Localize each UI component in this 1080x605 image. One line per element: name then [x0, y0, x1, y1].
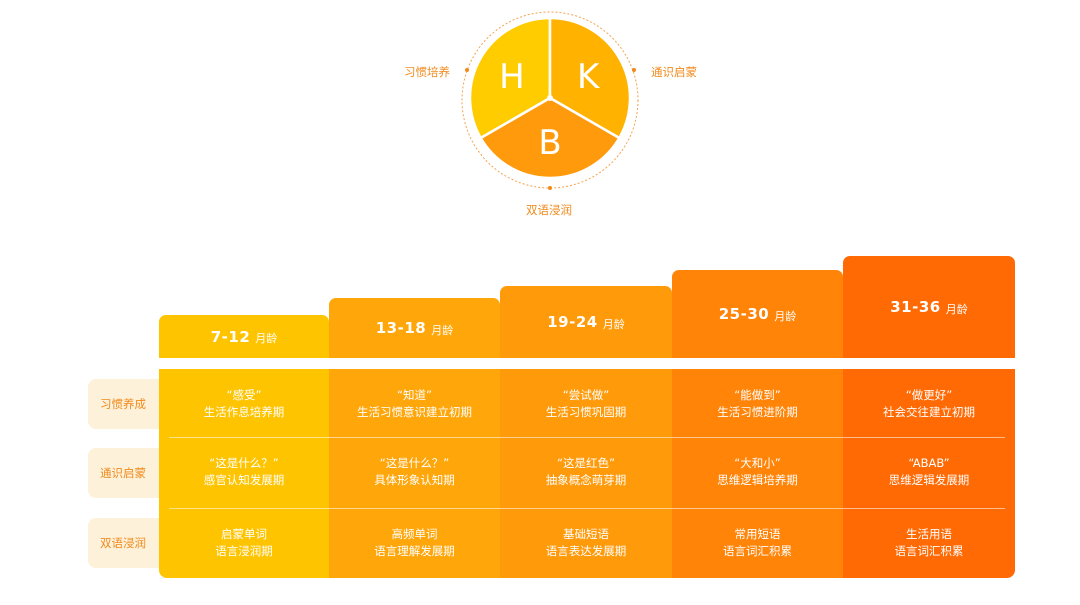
ring-dot-left [465, 68, 469, 72]
age-unit: 月龄 [945, 302, 968, 316]
pie-slice-k [548, 16, 632, 140]
age-header-3: 19-24 月龄 [500, 286, 672, 358]
ring-dot-right [632, 68, 636, 72]
stage-cell: 启蒙单词语言浸润期 [159, 526, 329, 560]
row-divider [500, 508, 672, 509]
stage-cell: “这是红色” 抽象概念萌芽期 [500, 455, 672, 489]
row-divider [672, 437, 843, 438]
cell-keyword: “知道” [397, 388, 432, 402]
cell-keyword: “做更好” [905, 388, 953, 402]
age-header-4: 25-30 月龄 [672, 270, 843, 358]
stage-cell: 基础短语语言表达发展期 [500, 526, 672, 560]
row-divider [672, 508, 843, 509]
age-header-5: 31-36 月龄 [843, 256, 1015, 358]
age-range: 13-18 [375, 319, 427, 337]
cell-stage-name: 具体形象认知期 [374, 473, 455, 487]
stage-cell: 常用短语语言词汇积累 [672, 526, 843, 560]
cell-keyword: “这是什么？” [379, 456, 450, 470]
cell-stage-name: 生活作息培养期 [203, 405, 285, 419]
age-unit: 月龄 [431, 323, 454, 337]
stage-cell: “做更好” 社会交往建立初期 [843, 387, 1015, 421]
row-divider [843, 437, 1005, 438]
cell-stage-name: 感官认知发展期 [203, 473, 285, 487]
cell-keyword: 高频单词 [391, 527, 438, 541]
stage-column-5: “做更好” 社会交往建立初期 “ABAB” 思维逻辑发展期生活用语语言词汇积累 [843, 369, 1015, 578]
pie-slice-h [468, 16, 552, 140]
age-unit: 月龄 [774, 309, 797, 323]
outer-dotted-ring [461, 11, 639, 189]
cell-keyword: 常用短语 [734, 527, 781, 541]
stage-cell: “能做到” 生活习惯进阶期 [672, 387, 843, 421]
pie-letter-h: H [499, 57, 525, 97]
stage-cell: “这是什么？” 感官认知发展期 [159, 455, 329, 489]
circle-label-bottom: 双语浸润 [526, 203, 572, 217]
stage-cell: 高频单词语言理解发展期 [329, 526, 500, 560]
row-divider [329, 508, 500, 509]
stage-column-4: “能做到” 生活习惯进阶期 “大和小” 思维逻辑培养期常用短语语言词汇积累 [672, 369, 843, 578]
cell-keyword: “大和小” [734, 456, 781, 470]
cell-stage-name: 语言表达发展期 [545, 544, 627, 558]
pie-center-dot [547, 95, 553, 101]
cell-keyword: 基础短语 [563, 527, 609, 541]
cell-stage-name: 生活习惯巩固期 [545, 405, 627, 419]
row-divider [169, 437, 329, 438]
stage-table: “感受” 生活作息培养期 “这是什么？” 感官认知发展期启蒙单词语言浸润期 “知道” 生活… [159, 369, 1015, 578]
circle-label-right: 通识启蒙 [651, 65, 697, 79]
cell-keyword: “尝试做” [562, 388, 610, 402]
age-range: 25-30 [718, 305, 770, 323]
cell-stage-name: 语言浸润期 [215, 544, 273, 558]
pie-letter-k: K [577, 57, 601, 97]
stage-cell: 生活用语语言词汇积累 [843, 526, 1015, 560]
stage-column-1: “感受” 生活作息培养期 “这是什么？” 感官认知发展期启蒙单词语言浸润期 [159, 369, 329, 578]
cell-stage-name: 生活习惯意识建立初期 [357, 405, 472, 419]
age-header-2: 13-18 月龄 [329, 298, 500, 358]
cell-keyword: “感受” [226, 388, 262, 402]
row-divider [169, 508, 329, 509]
cell-keyword: “这是红色” [557, 456, 615, 470]
cell-stage-name: 语言理解发展期 [374, 544, 455, 558]
row-divider [329, 437, 500, 438]
cell-stage-name: 语言词汇积累 [894, 544, 964, 558]
ring-dot-bottom [548, 186, 552, 190]
row-divider [843, 508, 1005, 509]
age-header-1: 7-12 月龄 [159, 315, 329, 358]
age-unit: 月龄 [602, 317, 625, 331]
row-divider [500, 437, 672, 438]
stage-column-3: “尝试做” 生活习惯巩固期 “这是红色” 抽象概念萌芽期基础短语语言表达发展期 [500, 369, 672, 578]
stage-column-2: “知道” 生活习惯意识建立初期 “这是什么？” 具体形象认知期高频单词语言理解发展期 [329, 369, 500, 578]
cell-keyword: 生活用语 [906, 527, 952, 541]
stage-cell: “尝试做” 生活习惯巩固期 [500, 387, 672, 421]
stage-cell: “知道” 生活习惯意识建立初期 [329, 387, 500, 421]
cell-stage-name: 社会交往建立初期 [883, 405, 975, 419]
pie-slice-b [479, 96, 621, 180]
stage-cell: “ABAB” 思维逻辑发展期 [843, 455, 1015, 489]
cell-stage-name: 思维逻辑发展期 [888, 473, 970, 487]
age-unit: 月龄 [255, 332, 278, 345]
age-range: 19-24 [547, 313, 598, 331]
circle-label-left: 习惯培养 [404, 65, 450, 79]
cell-keyword: 启蒙单词 [221, 527, 267, 541]
age-range: 31-36 [890, 298, 941, 316]
cell-keyword: “这是什么？” [209, 456, 279, 470]
stage-cell: “大和小” 思维逻辑培养期 [672, 455, 843, 489]
cell-keyword: “ABAB” [908, 456, 950, 470]
pie-letter-b: B [538, 123, 561, 163]
cell-stage-name: 抽象概念萌芽期 [545, 473, 627, 487]
stage-cell: “这是什么？” 具体形象认知期 [329, 455, 500, 489]
cell-stage-name: 语言词汇积累 [723, 544, 792, 558]
hkb-circle-svg: H KB [461, 11, 639, 190]
age-range: 7-12 [210, 327, 251, 346]
cell-stage-name: 生活习惯进阶期 [717, 405, 798, 419]
stage-cell: “感受” 生活作息培养期 [159, 387, 329, 421]
cell-stage-name: 思维逻辑培养期 [717, 473, 798, 487]
cell-keyword: “能做到” [734, 388, 781, 402]
